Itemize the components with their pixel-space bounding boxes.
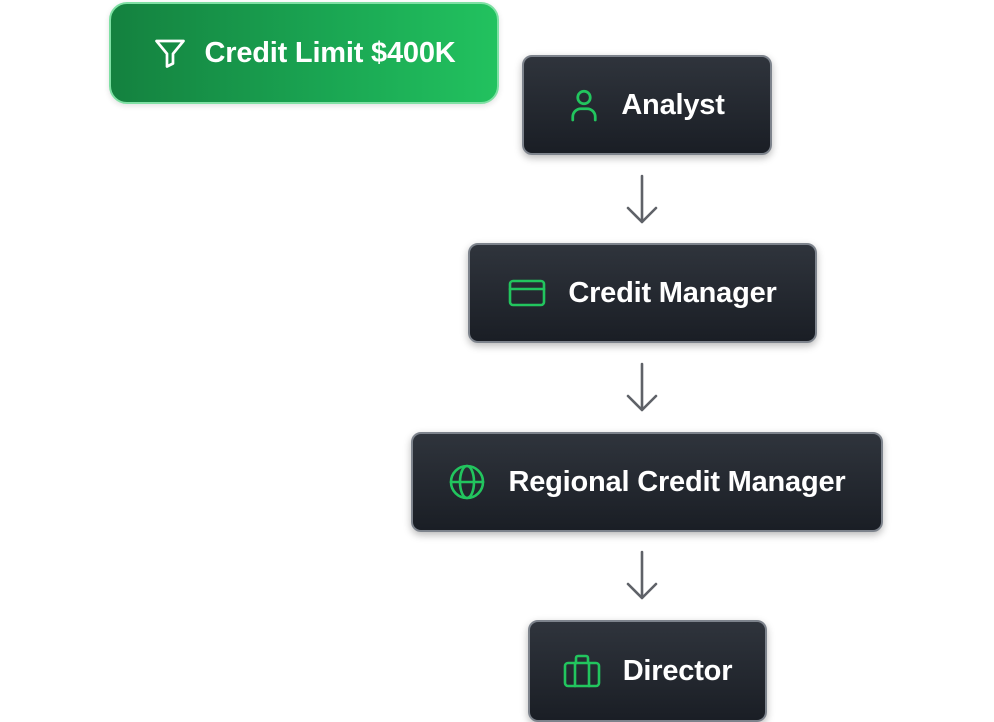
- filter-label: Credit Limit $400K: [204, 36, 456, 69]
- node-label: Credit Manager: [568, 276, 777, 309]
- node-regional-credit-manager[interactable]: Regional Credit Manager: [411, 432, 883, 532]
- node-label: Regional Credit Manager: [508, 465, 846, 498]
- node-credit-manager[interactable]: Credit Manager: [468, 243, 817, 343]
- node-label: Analyst: [621, 88, 725, 121]
- node-label: Director: [622, 654, 733, 687]
- arrow-down-icon: [626, 550, 658, 600]
- arrow-down-icon: [626, 174, 658, 224]
- globe-icon: [448, 463, 486, 501]
- credit-limit-filter[interactable]: Credit Limit $400K: [109, 2, 499, 104]
- node-director[interactable]: Director: [528, 620, 767, 722]
- node-analyst[interactable]: Analyst: [522, 55, 772, 155]
- user-icon: [569, 88, 599, 122]
- filter-icon: [152, 35, 188, 71]
- arrow-down-icon: [626, 362, 658, 412]
- credit-card-icon: [508, 278, 546, 308]
- briefcase-icon: [563, 654, 601, 688]
